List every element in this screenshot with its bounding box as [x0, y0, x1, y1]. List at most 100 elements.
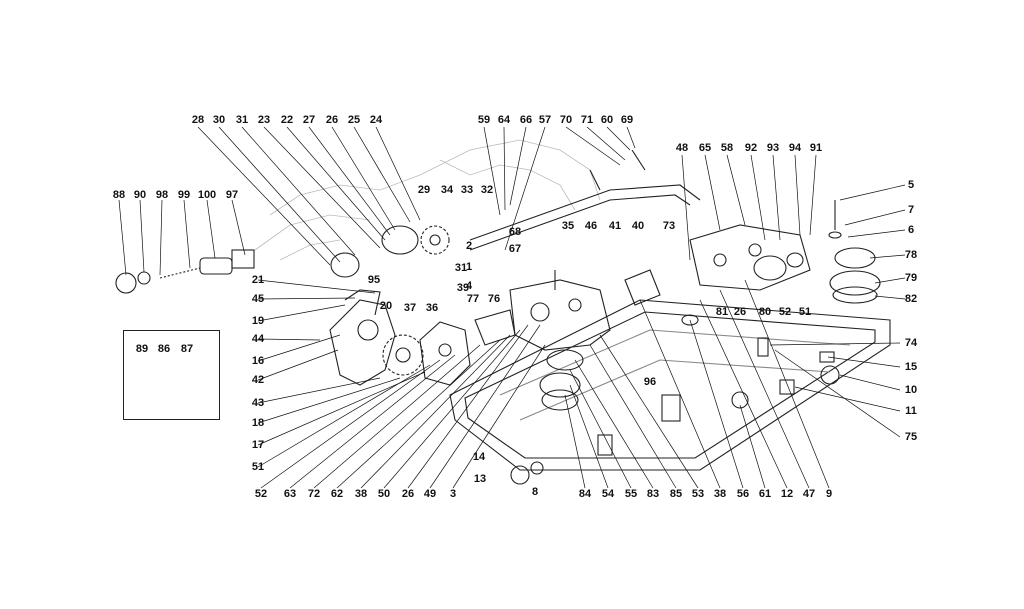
- part-callout: 13: [473, 473, 487, 485]
- part-callout: 82: [904, 293, 918, 305]
- part-callout: 41: [608, 220, 622, 232]
- cover-36: [419, 321, 471, 386]
- drain-plug: [510, 461, 544, 485]
- inset-detail-box: [123, 330, 220, 420]
- part-callout: 15: [904, 361, 918, 373]
- part-callout: 92: [744, 142, 758, 154]
- part-callout: 77: [466, 293, 480, 305]
- water-pump-assembly: [329, 289, 396, 386]
- oil-pan: [449, 299, 891, 471]
- part-callout: 37: [403, 302, 417, 314]
- part-callout: 26: [325, 114, 339, 126]
- part-callout: 27: [302, 114, 316, 126]
- pulley-upper: [330, 225, 419, 278]
- part-callout: 84: [578, 488, 592, 500]
- part-callout: 55: [624, 488, 638, 500]
- part-callout: 81: [715, 306, 729, 318]
- part-callout: 100: [197, 189, 217, 201]
- part-callout: 4: [465, 280, 473, 292]
- part-callout: 17: [251, 439, 265, 451]
- part-callout: 65: [698, 142, 712, 154]
- part-callout: 67: [508, 243, 522, 255]
- fittings-right: [681, 314, 840, 409]
- part-callout: 25: [347, 114, 361, 126]
- part-callout: 40: [631, 220, 645, 232]
- part-callout: 26: [733, 306, 747, 318]
- part-callout: 74: [904, 337, 918, 349]
- part-callout: 10: [904, 384, 918, 396]
- part-callout: 69: [620, 114, 634, 126]
- part-callout: 11: [905, 405, 917, 417]
- part-callout: 38: [354, 488, 368, 500]
- part-callout: 59: [477, 114, 491, 126]
- part-callout: 1: [465, 261, 473, 273]
- part-callout: 56: [736, 488, 750, 500]
- part-callout: 14: [472, 451, 486, 463]
- part-callout: 6: [907, 224, 915, 236]
- part-callout: 78: [904, 249, 918, 261]
- part-callout: 21: [251, 274, 265, 286]
- part-callout: 51: [798, 306, 812, 318]
- leader-lines: [118, 126, 906, 489]
- part-callout: 85: [669, 488, 683, 500]
- part-callout: 88: [112, 189, 126, 201]
- part-callout: 29: [417, 184, 431, 196]
- part-callout: 63: [283, 488, 297, 500]
- part-callout: 98: [155, 189, 169, 201]
- part-callout: 94: [788, 142, 802, 154]
- part-callout: 52: [254, 488, 268, 500]
- part-callout: 70: [559, 114, 573, 126]
- part-callout: 46: [584, 220, 598, 232]
- part-callout: 39: [456, 282, 470, 294]
- part-callout: 72: [307, 488, 321, 500]
- part-callout: 95: [367, 274, 381, 286]
- gear-37: [382, 334, 424, 376]
- part-callout: 68: [508, 226, 522, 238]
- part-callout: 30: [212, 114, 226, 126]
- inset-part-callout: 86: [157, 343, 171, 355]
- part-callout: 97: [225, 189, 239, 201]
- part-callout: 12: [780, 488, 794, 500]
- part-callout: 57: [538, 114, 552, 126]
- part-callout: 26: [401, 488, 415, 500]
- part-callout: 58: [720, 142, 734, 154]
- part-callout: 23: [257, 114, 271, 126]
- part-callout: 28: [191, 114, 205, 126]
- part-callout: 36: [425, 302, 439, 314]
- part-callout: 2: [465, 240, 473, 252]
- part-callout: 48: [675, 142, 689, 154]
- inset-part-callout: 87: [180, 343, 194, 355]
- part-callout: 62: [330, 488, 344, 500]
- part-callout: 16: [251, 355, 265, 367]
- part-callout: 38: [713, 488, 727, 500]
- part-callout: 9: [825, 488, 833, 500]
- part-callout: 75: [904, 431, 918, 443]
- sprocket-upper: [420, 225, 450, 255]
- part-callout: 60: [600, 114, 614, 126]
- part-callout: 7: [907, 204, 915, 216]
- thermostat-stack: [828, 200, 881, 304]
- part-callout: 31: [454, 262, 468, 274]
- part-callout: 35: [561, 220, 575, 232]
- part-callout: 45: [251, 293, 265, 305]
- part-callout: 47: [802, 488, 816, 500]
- part-callout: 53: [691, 488, 705, 500]
- part-callout: 90: [133, 189, 147, 201]
- part-callout: 71: [580, 114, 594, 126]
- part-callout: 43: [251, 397, 265, 409]
- part-callout: 22: [280, 114, 294, 126]
- part-callout: 99: [177, 189, 191, 201]
- part-callout: 24: [369, 114, 383, 126]
- inset-part-callout: 89: [135, 343, 149, 355]
- part-callout: 80: [758, 306, 772, 318]
- part-callout: 79: [904, 272, 918, 284]
- part-callout: 83: [646, 488, 660, 500]
- part-callout: 52: [778, 306, 792, 318]
- part-callout: 50: [377, 488, 391, 500]
- part-callout: 8: [531, 486, 539, 498]
- part-callout: 49: [423, 488, 437, 500]
- part-callout: 20: [379, 300, 393, 312]
- part-callout: 64: [497, 114, 511, 126]
